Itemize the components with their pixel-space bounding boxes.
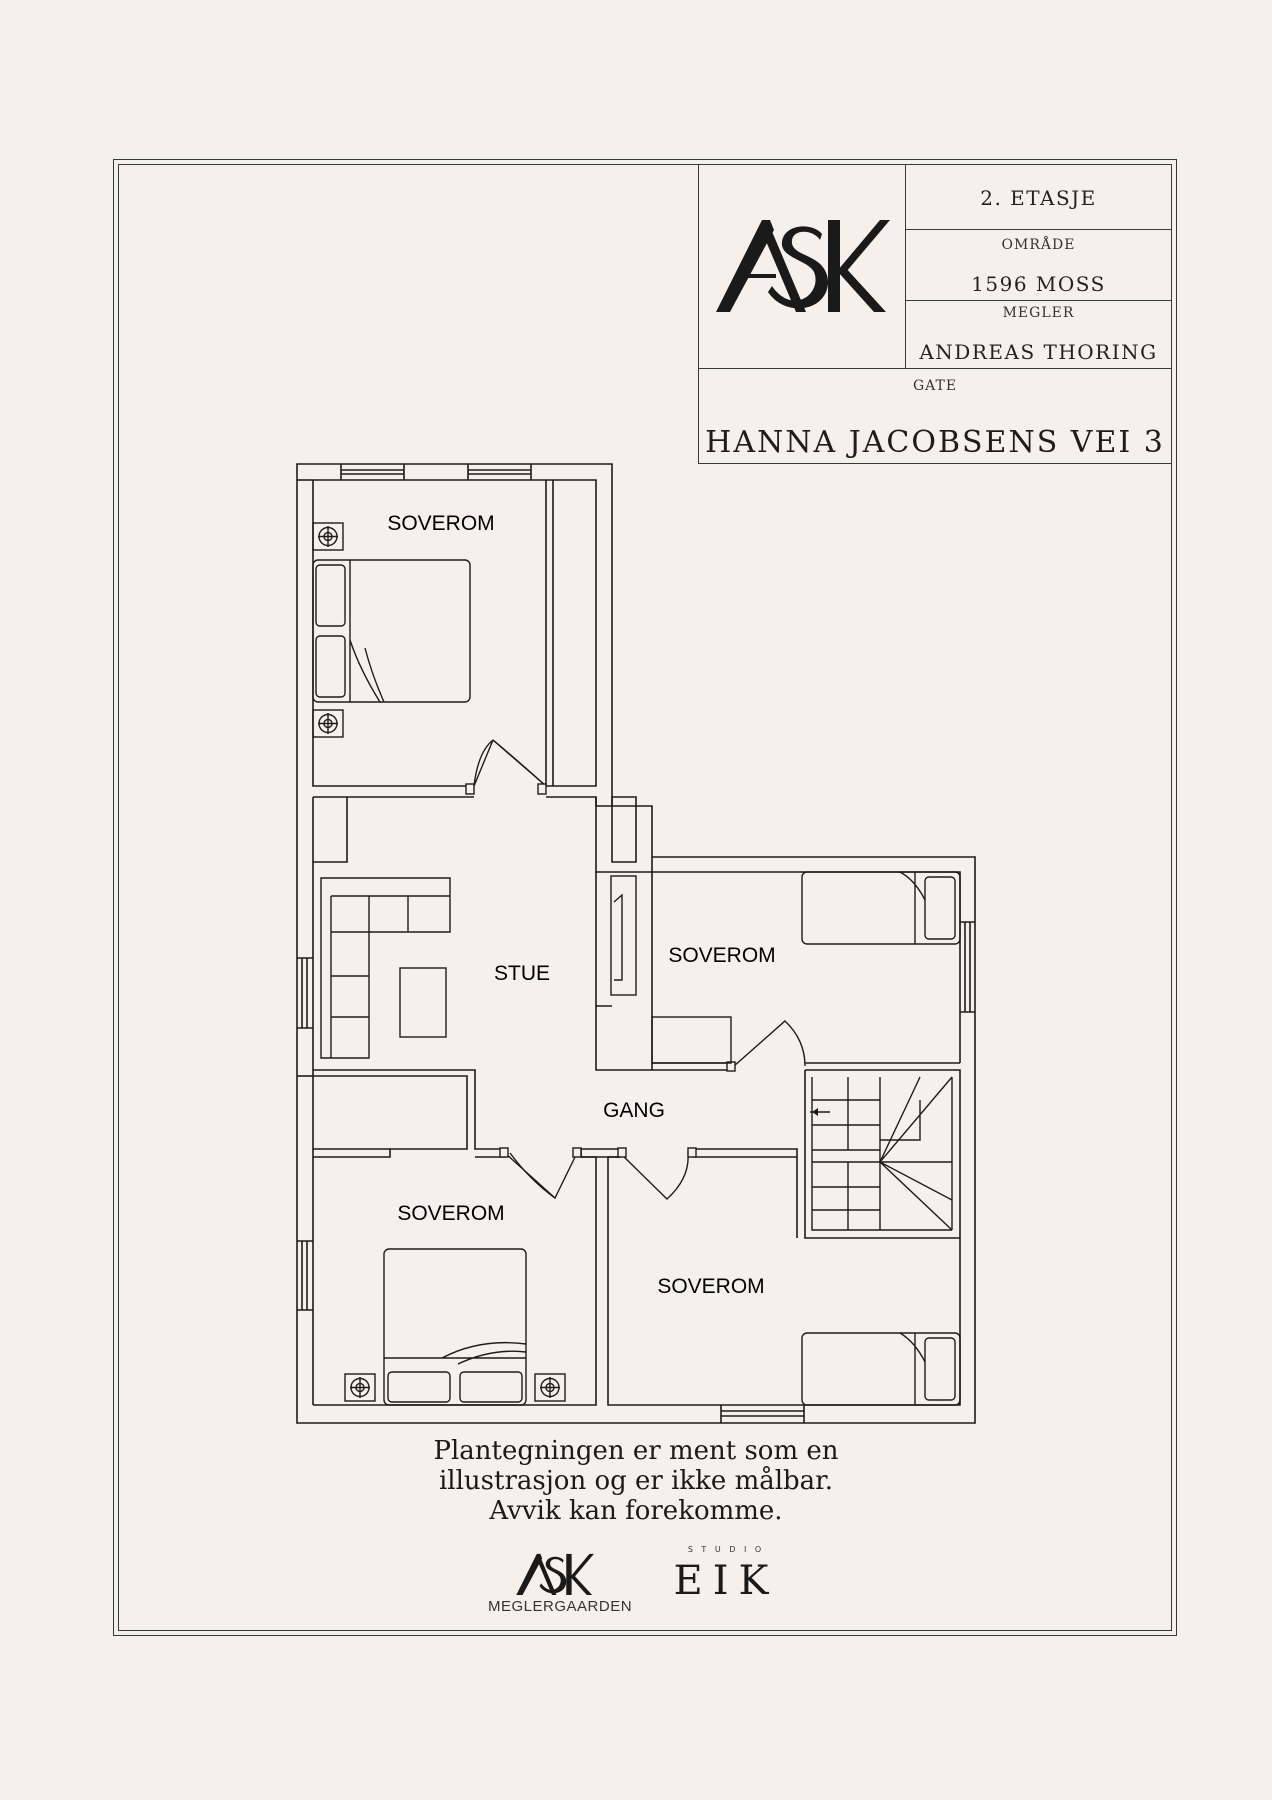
nightstand-bl-1 bbox=[344, 1373, 376, 1402]
window-right-bedroom bbox=[960, 921, 975, 1013]
window-bottom bbox=[720, 1405, 805, 1423]
ask-footer-logo bbox=[516, 1553, 594, 1595]
disclaimer-line-2: illustrasjon og er ikke målbar. bbox=[438, 1466, 834, 1496]
area-value: 1596 MOSS bbox=[971, 272, 1106, 296]
broker-label: MEGLER bbox=[1002, 305, 1075, 321]
eik-logo: EIK bbox=[673, 1558, 779, 1604]
nightstand-top-2 bbox=[312, 709, 344, 738]
disclaimer-line-3: Avvik kan forekomme. bbox=[489, 1496, 783, 1526]
stair-arrow bbox=[812, 1108, 818, 1116]
desk-right bbox=[651, 1016, 732, 1064]
ask-logo bbox=[716, 220, 890, 312]
street-label: GATE bbox=[912, 378, 958, 394]
studio-label: S T U D I O bbox=[687, 1545, 765, 1554]
window-top-1 bbox=[340, 464, 405, 480]
street-value: HANNA JACOBSENS VEI 3 bbox=[705, 425, 1165, 460]
floor-label: 2. ETASJE bbox=[980, 186, 1097, 210]
staircase bbox=[810, 1076, 953, 1231]
bed-bottom-left bbox=[383, 1248, 527, 1406]
coffee-table bbox=[399, 967, 447, 1038]
window-left-bottom bbox=[297, 1240, 313, 1311]
room-label-bedroom-top: SOVEROM bbox=[387, 512, 494, 535]
room-label-bedroom-right: SOVEROM bbox=[668, 944, 775, 967]
door-bedroom-br bbox=[619, 1152, 689, 1200]
nightstand-top-1 bbox=[312, 522, 344, 551]
disclaimer: Plantegningen er ment som en illustrasjo… bbox=[300, 1436, 972, 1526]
room-label-bedroom-bottom-left: SOVEROM bbox=[397, 1202, 504, 1225]
window-top-2 bbox=[467, 464, 532, 480]
bed-right bbox=[801, 871, 961, 945]
page-frame-outer bbox=[113, 159, 1177, 1636]
room-label-hall: GANG bbox=[603, 1099, 665, 1122]
room-label-living: STUE bbox=[494, 962, 550, 985]
bed-top bbox=[312, 559, 471, 703]
tv-bench bbox=[610, 875, 637, 996]
door-bedroom-right bbox=[733, 1020, 806, 1067]
sofa bbox=[320, 877, 451, 1059]
room-label-bedroom-bottom-right: SOVEROM bbox=[657, 1275, 764, 1298]
area-label: OMRÅDE bbox=[1001, 237, 1076, 253]
page-frame-inner bbox=[118, 164, 1172, 1631]
disclaimer-line-1: Plantegningen er ment som en bbox=[433, 1436, 839, 1466]
ask-footer-subtitle: MEGLERGAARDEN bbox=[488, 1598, 633, 1615]
bed-bottom-right bbox=[801, 1332, 961, 1406]
door-bedroom-top bbox=[473, 739, 547, 787]
nightstand-bl-2 bbox=[534, 1373, 566, 1402]
broker-value: ANDREAS THORING bbox=[919, 340, 1158, 364]
window-left-living bbox=[297, 957, 313, 1029]
doors bbox=[465, 739, 806, 1200]
